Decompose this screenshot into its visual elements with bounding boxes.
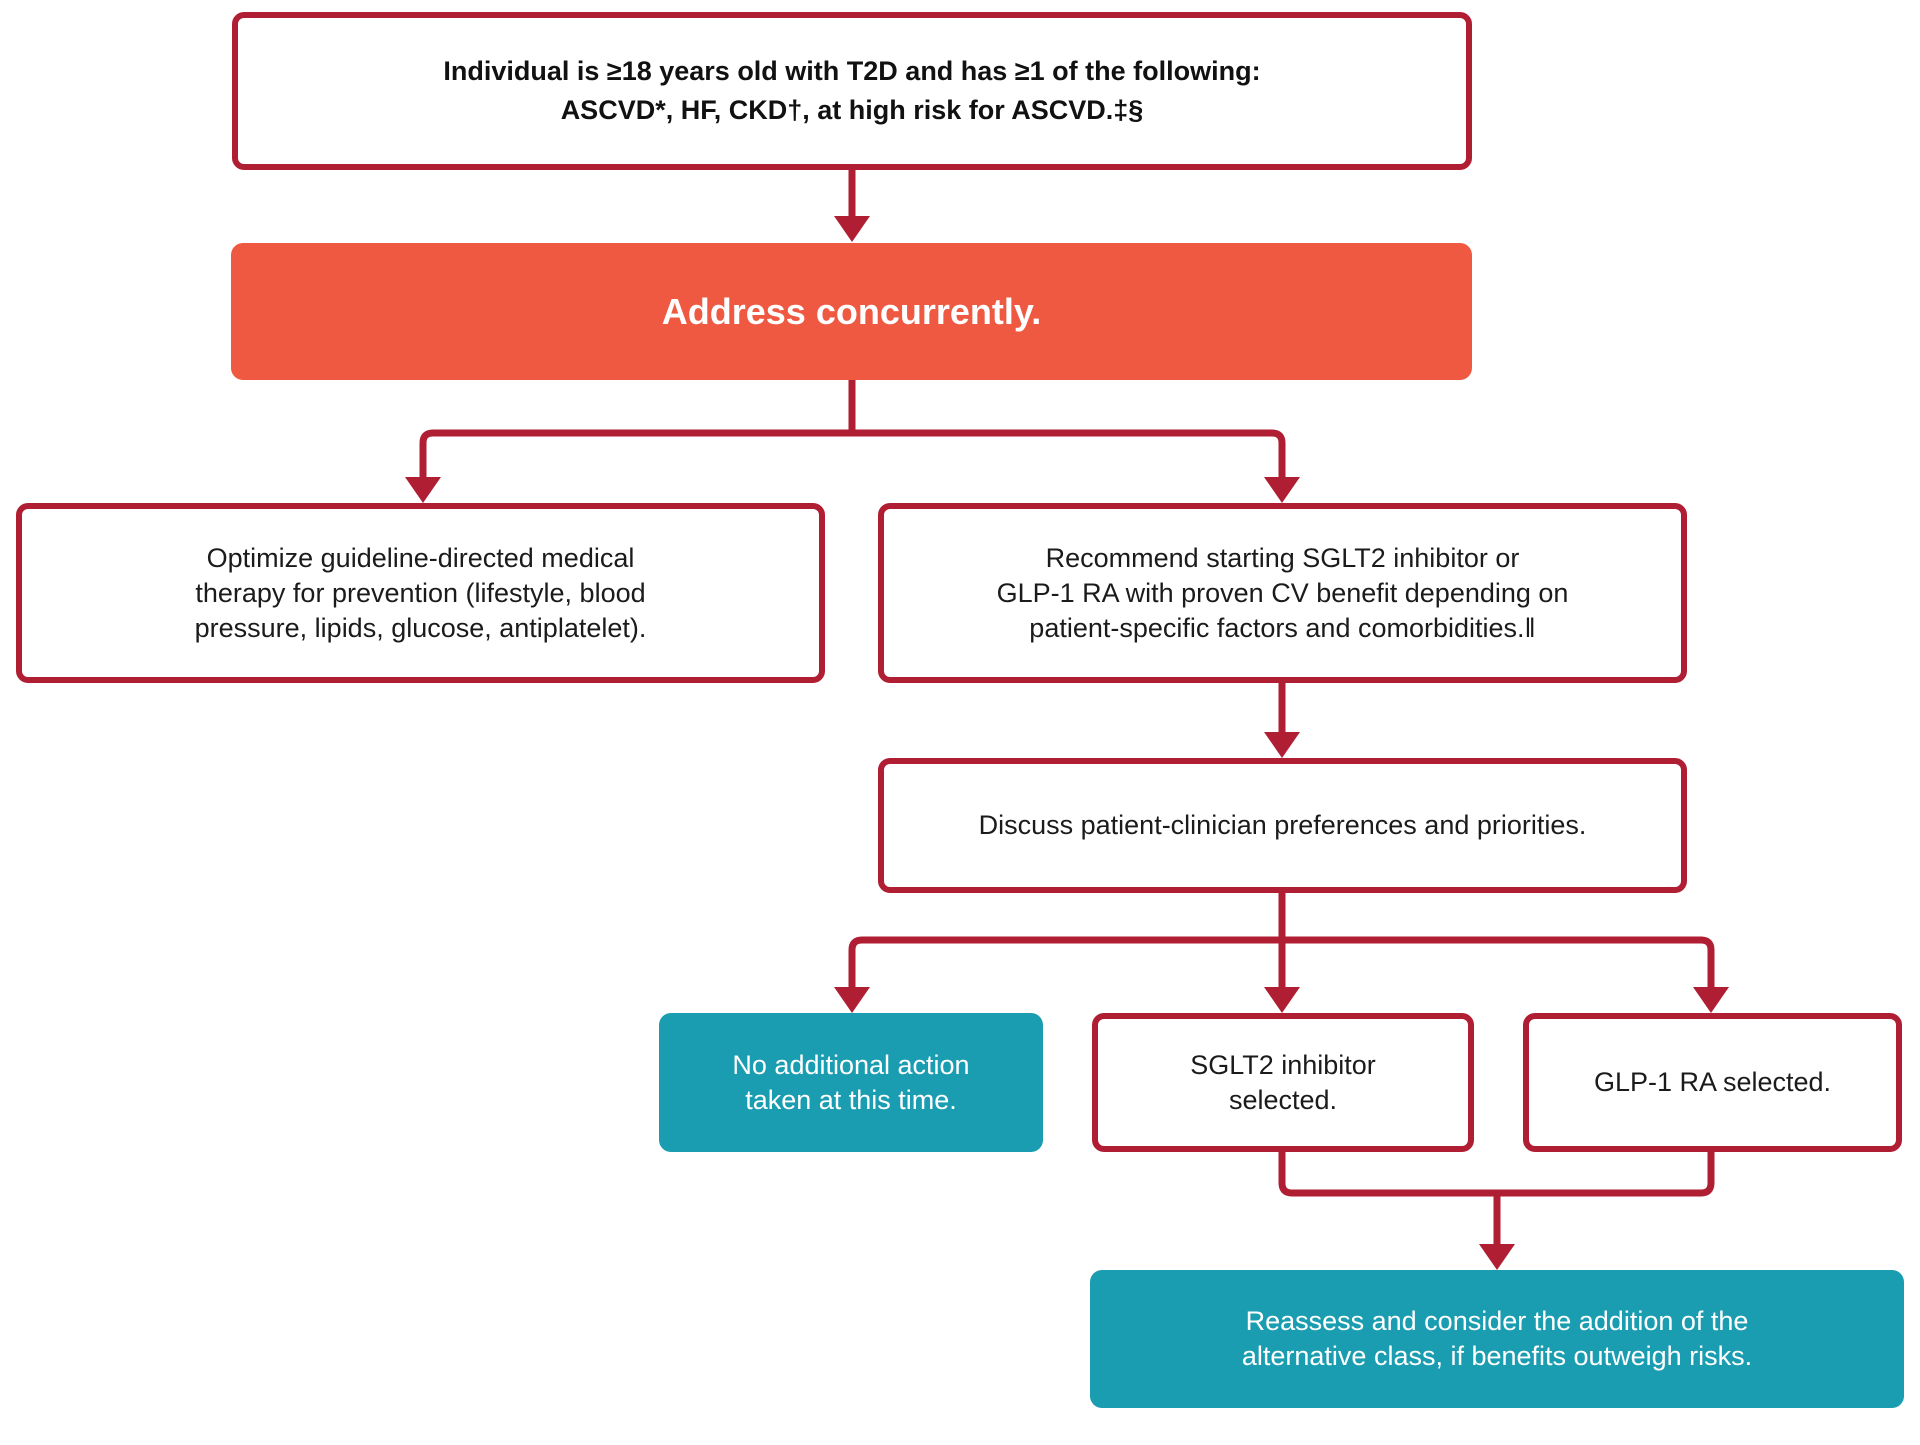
arrow-down-icon (834, 987, 870, 1013)
connector-line (1278, 1152, 1701, 1197)
eligibility-box: Individual is ≥18 years old with T2D and… (232, 12, 1472, 170)
box-text-line: SGLT2 inhibitor (1190, 1049, 1376, 1080)
arrow-down-icon (1264, 477, 1300, 503)
box-text-line: taken at this time. (745, 1084, 957, 1115)
reassess-box: Reassess and consider the addition of th… (1090, 1270, 1904, 1408)
arrow-down-icon (405, 477, 441, 503)
box-text-line: alternative class, if benefits outweigh … (1241, 1341, 1753, 1371)
arrow-down-icon (1693, 987, 1729, 1013)
sglt2-selected-box: SGLT2 inhibitor selected. (1092, 1013, 1474, 1152)
connector-line (1700, 1152, 1715, 1197)
box-text-line: ASCVD*, HF, CKD†, at high risk for ASCVD… (560, 95, 1144, 125)
address-concurrently-box: Address concurrently. (231, 243, 1472, 380)
no-additional-action-box: No additional action taken at this time. (659, 1013, 1043, 1152)
connector-line (848, 936, 1715, 990)
box-text-line: Optimize guideline-directed medical (206, 542, 635, 573)
arrow-down-icon (1264, 732, 1300, 758)
box-text-line: Individual is ≥18 years old with T2D and… (443, 56, 1261, 86)
arrow-down-icon (1479, 1244, 1515, 1270)
box-text-line: No additional action (732, 1049, 970, 1080)
box-text-line: Recommend starting SGLT2 inhibitor or (1045, 542, 1520, 573)
box-text-line: Reassess and consider the addition of th… (1245, 1306, 1749, 1336)
connector-line (419, 429, 1286, 481)
discuss-preferences-box: Discuss patient-clinician preferences an… (878, 758, 1687, 893)
box-text-line: Address concurrently. (661, 290, 1042, 332)
arrow-down-icon (834, 216, 870, 242)
box-text-line: therapy for prevention (lifestyle, blood (195, 577, 646, 608)
box-text-line: GLP-1 RA with proven CV benefit dependin… (996, 577, 1569, 608)
box-text-line: pressure, lipids, glucose, antiplatelet)… (194, 612, 647, 643)
box-text-line: GLP-1 RA selected. (1593, 1067, 1832, 1097)
box-text-line: selected. (1228, 1084, 1338, 1115)
arrow-down-icon (1264, 987, 1300, 1013)
optimize-gdmt-box: Optimize guideline-directed medical ther… (16, 503, 825, 683)
box-text-line: Discuss patient-clinician preferences an… (978, 810, 1587, 840)
recommend-sglt2-glp1-box: Recommend starting SGLT2 inhibitor or GL… (878, 503, 1687, 683)
box-text-line: patient-specific factors and comorbiditi… (1029, 612, 1536, 643)
glp1-selected-box: GLP-1 RA selected. (1523, 1013, 1902, 1152)
